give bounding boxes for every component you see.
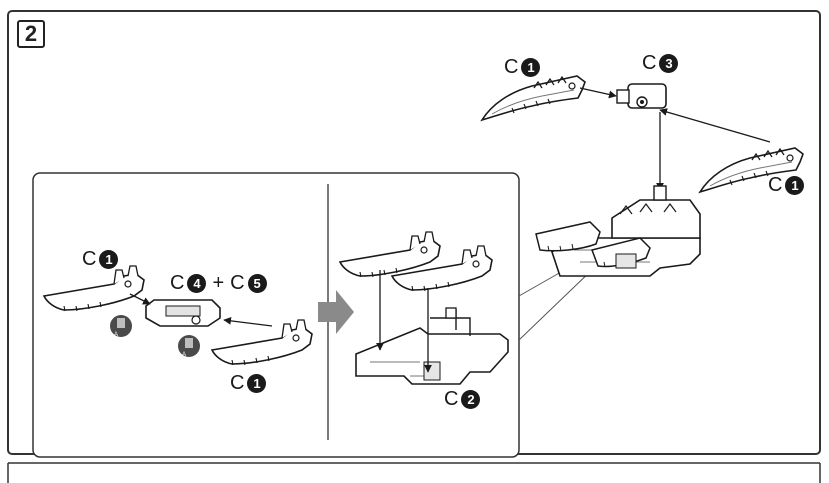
gate-mark-icon: A: [110, 315, 132, 338]
svg-text:A: A: [114, 332, 118, 338]
connector-block-icon: [616, 83, 667, 109]
next-step-arrow-icon: [318, 290, 354, 334]
arrow-c1b-to-c45: [223, 317, 273, 327]
gate-mark-icon: A: [178, 335, 200, 358]
callout-line-bottom: [518, 265, 597, 341]
arrow-c1-to-c3: [579, 87, 617, 99]
inset-panel: [32, 172, 520, 458]
arrow-c1-to-c45: [129, 293, 151, 305]
arrow-c1r-to-c3: [659, 108, 771, 143]
svg-text:A: A: [182, 352, 186, 358]
connector-block-icon: [145, 299, 221, 327]
claw-assembly-icon: [535, 185, 701, 277]
step-number-box: 2: [17, 20, 45, 48]
